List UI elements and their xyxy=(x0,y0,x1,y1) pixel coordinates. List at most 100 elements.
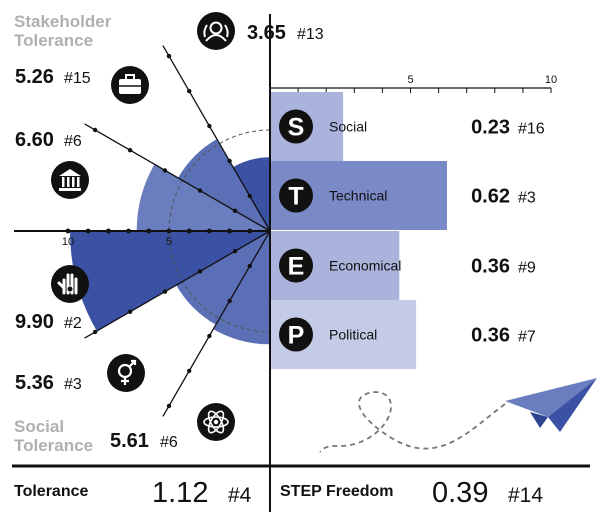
plane-wing xyxy=(505,378,597,417)
icon-part xyxy=(203,416,229,428)
step-letter: P xyxy=(288,322,305,350)
polar-spoke-dot xyxy=(227,158,232,164)
icon-part xyxy=(207,410,225,434)
polar-area-chart: 510 xyxy=(14,45,271,417)
polar-segment-users xyxy=(233,157,270,231)
polar-axis-dot xyxy=(85,228,91,234)
icon-part xyxy=(72,177,75,187)
polar-spoke-dot xyxy=(127,309,133,314)
icon-badge xyxy=(51,265,89,303)
bar-value-label: 0.23 xyxy=(471,117,510,139)
polar-axis-dot xyxy=(146,228,152,234)
hand-icon xyxy=(51,265,89,303)
polar-spoke-5 xyxy=(162,230,271,417)
polar-spoke-dot xyxy=(197,188,203,193)
icon-part xyxy=(57,273,78,295)
icon-part xyxy=(59,169,81,176)
bar-category-label: Economical xyxy=(329,258,401,274)
polar-rank-label: #13 xyxy=(297,26,324,43)
icon-part xyxy=(77,177,80,187)
atom-icon xyxy=(197,403,235,441)
polar-spoke-dot xyxy=(197,269,203,274)
icon-part xyxy=(121,359,137,385)
step-letter: E xyxy=(288,253,305,281)
stakeholder-tolerance-label-line1: Stakeholder xyxy=(14,12,112,31)
step-freedom-rank: #14 xyxy=(508,484,543,507)
users-icon xyxy=(197,12,235,50)
polar-rank-label: #6 xyxy=(160,434,178,451)
polar-spoke-dot xyxy=(247,263,252,269)
icon-part xyxy=(62,177,65,187)
briefcase-icon xyxy=(111,66,149,104)
polar-value-label: 6.60 xyxy=(15,129,54,151)
icon-part xyxy=(59,188,81,191)
step-letter-badge xyxy=(279,248,313,283)
bar-category-label: Social xyxy=(329,119,367,135)
polar-rank-label: #2 xyxy=(64,315,82,332)
icon-part xyxy=(66,285,74,293)
icon-badge xyxy=(107,354,145,392)
polar-axis-dot xyxy=(186,228,192,234)
polar-spoke-dot xyxy=(227,298,232,304)
bar-rank-label: #7 xyxy=(518,329,536,346)
polar-spoke-dot xyxy=(232,249,238,254)
polar-value-label: 5.36 xyxy=(15,372,54,394)
tolerance-value: 1.12 xyxy=(152,477,208,509)
step-letter-badge xyxy=(279,109,313,144)
step-letter: T xyxy=(288,183,303,211)
icon-part xyxy=(209,21,223,35)
polar-segment-briefcase xyxy=(178,139,270,231)
polar-spoke-dot xyxy=(162,168,168,173)
icon-badge xyxy=(51,161,89,199)
polar-spoke-dot xyxy=(207,333,212,339)
plane-fold xyxy=(548,378,597,432)
polar-axis-dot xyxy=(247,228,253,234)
bar-rank-label: #9 xyxy=(518,260,536,277)
polar-axis-dot xyxy=(207,228,212,234)
icon-badge xyxy=(197,12,235,50)
social-tolerance-label-line2: Tolerance xyxy=(14,436,93,455)
polar-value-label: 9.90 xyxy=(15,311,54,333)
stakeholder-tolerance-label-line2: Tolerance xyxy=(14,31,93,50)
polar-value-label: 3.65 xyxy=(247,22,286,44)
polar-spoke-dot xyxy=(207,123,212,129)
polar-spoke-4 xyxy=(84,230,271,339)
bank-icon xyxy=(51,161,89,199)
polar-spoke-dot xyxy=(187,88,192,94)
bar-value-label: 0.36 xyxy=(471,325,510,347)
bar-category-label: Political xyxy=(329,327,377,343)
polar-spoke-dot xyxy=(232,208,238,213)
polar-spoke-dot xyxy=(166,53,172,59)
polar-spoke-dot xyxy=(187,368,192,374)
polar-spoke-dot xyxy=(166,403,172,409)
polar-spoke-dot xyxy=(92,127,98,133)
icon-part xyxy=(205,34,227,42)
bar-tick-label: 10 xyxy=(545,74,557,86)
polar-rank-label: #6 xyxy=(64,133,82,150)
polar-value-label: 5.61 xyxy=(110,430,149,452)
bar-rank-label: #16 xyxy=(518,121,545,138)
polar-rank-label: #3 xyxy=(64,376,82,393)
polar-axis-dot xyxy=(166,228,172,234)
polar-tick-label: 5 xyxy=(166,236,172,248)
polar-value-labels: 3.65 #13 5.26 #15 6.60 #6 9.90 #2 5.36 #3 5.61 #6 xyxy=(15,12,324,452)
polar-axis-dot xyxy=(126,228,131,234)
polar-axis-dot xyxy=(106,228,111,234)
step-letter-badge xyxy=(279,178,313,213)
icon-part xyxy=(207,410,225,434)
step-letter: S xyxy=(288,114,305,142)
bar-value-label: 0.62 xyxy=(471,186,510,208)
polar-segment-gender xyxy=(176,231,270,325)
icon-part xyxy=(203,24,229,38)
paper-plane-decoration xyxy=(319,378,597,453)
polar-reference-arc xyxy=(168,129,271,333)
step-letter-badge xyxy=(279,317,313,352)
polar-axis-dot xyxy=(227,228,233,234)
polar-axis-dot xyxy=(65,228,71,234)
polar-value-label: 5.26 xyxy=(15,66,54,88)
polar-spoke-dot xyxy=(247,193,252,199)
plane-tail xyxy=(530,412,548,428)
polar-rank-label: #15 xyxy=(64,70,91,87)
bar-tick-label: 5 xyxy=(407,74,413,86)
